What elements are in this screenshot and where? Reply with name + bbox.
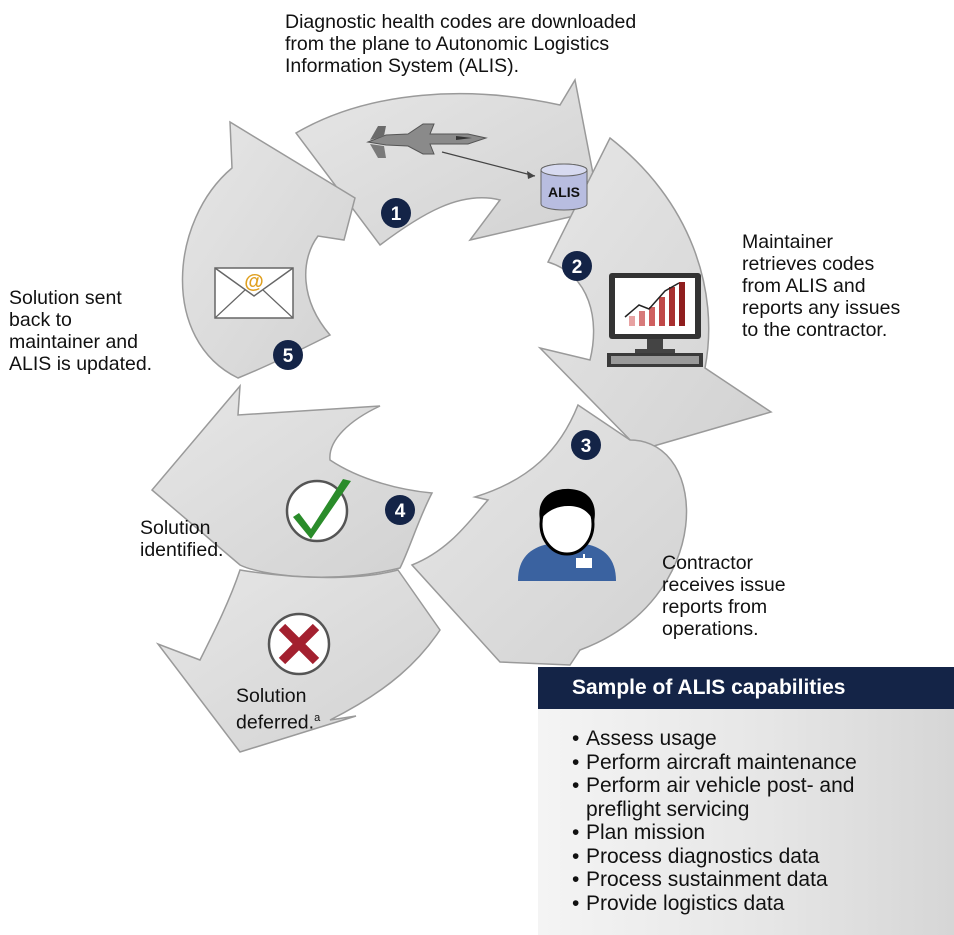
step-3-line: receives issue (662, 574, 786, 596)
deferred-line: deferred.a (236, 707, 320, 734)
step-2-line: to the contractor. (742, 319, 888, 341)
step-badge-5: 5 (273, 340, 303, 370)
capability-item: •Perform air vehicle post- and (572, 774, 855, 797)
deferred-footnote-marker: a (314, 712, 321, 724)
step-1-line: from the plane to Autonomic Logistics (285, 33, 610, 55)
svg-text:5: 5 (283, 346, 294, 367)
step-1-line: Information System (ALIS). (285, 55, 520, 77)
step-4-line: identified. (140, 539, 224, 561)
step-1-description: Diagnostic health codes are downloaded f… (285, 11, 636, 77)
deferred-line: Solution (236, 685, 307, 707)
x-mark-icon (267, 612, 331, 676)
capability-item: •Perform aircraft maintenance (572, 750, 857, 774)
alis-capabilities-panel: Sample of ALIS capabilities •Assess usag… (538, 667, 954, 935)
step-5-line: ALIS is updated. (9, 353, 153, 375)
step-badge-2: 2 (562, 251, 592, 281)
step-2-description: Maintainer retrieves codes from ALIS and… (742, 231, 900, 341)
svg-text:1: 1 (391, 204, 402, 225)
step-4-description: Solution identified. (140, 517, 223, 561)
jet-icon (366, 123, 488, 158)
step-5-description: Solution sent back to maintainer and ALI… (9, 287, 152, 375)
step-5-line: maintainer and (9, 331, 138, 353)
capability-item: •Assess usage (572, 727, 717, 750)
svg-text:2: 2 (572, 257, 583, 278)
contractor-person-icon (518, 488, 616, 581)
cycle-arrow-step-1 (294, 77, 601, 247)
step-2-line: Maintainer (742, 231, 834, 253)
database-label: ALIS (548, 184, 580, 200)
download-connector-line (441, 151, 536, 177)
deferred-description: Solution deferred.a (236, 685, 320, 734)
step-4-line: Solution (140, 517, 211, 539)
envelope-icon: @ (214, 267, 294, 319)
step-badge-1: 1 (381, 198, 411, 228)
svg-text:3: 3 (581, 436, 592, 457)
capability-item: •Provide logistics data (572, 891, 785, 915)
step-badge-4: 4 (385, 495, 415, 525)
cycle-arrow-step-4 (150, 383, 434, 578)
database-icon: ALIS (540, 163, 588, 211)
capability-item-continued: preflight servicing (586, 797, 750, 821)
capability-item: •Plan mission (572, 821, 706, 844)
step-5-line: back to (9, 309, 72, 331)
step-3-line: operations. (662, 618, 759, 640)
deferred-text: deferred. (236, 711, 315, 734)
step-badge-3: 3 (571, 430, 601, 460)
panel-title: Sample of ALIS capabilities (538, 667, 954, 709)
step-5-line: Solution sent (9, 287, 122, 309)
capability-item: •Process sustainment data (572, 868, 828, 891)
step-3-line: Contractor (662, 552, 754, 574)
monitor-chart-icon (607, 273, 703, 367)
capability-item: •Process diagnostics data (572, 844, 820, 868)
step-2-line: retrieves codes (742, 253, 875, 275)
step-2-line: from ALIS and (742, 275, 866, 297)
capabilities-list: •Assess usage •Perform aircraft maintena… (538, 709, 954, 915)
step-3-line: reports from (662, 596, 768, 618)
email-at-symbol: @ (244, 271, 264, 293)
step-1-line: Diagnostic health codes are downloaded (285, 11, 637, 33)
checkmark-icon (285, 479, 351, 543)
step-2-line: reports any issues (742, 297, 901, 319)
svg-text:4: 4 (395, 501, 406, 522)
step-3-description: Contractor receives issue reports from o… (662, 552, 786, 640)
